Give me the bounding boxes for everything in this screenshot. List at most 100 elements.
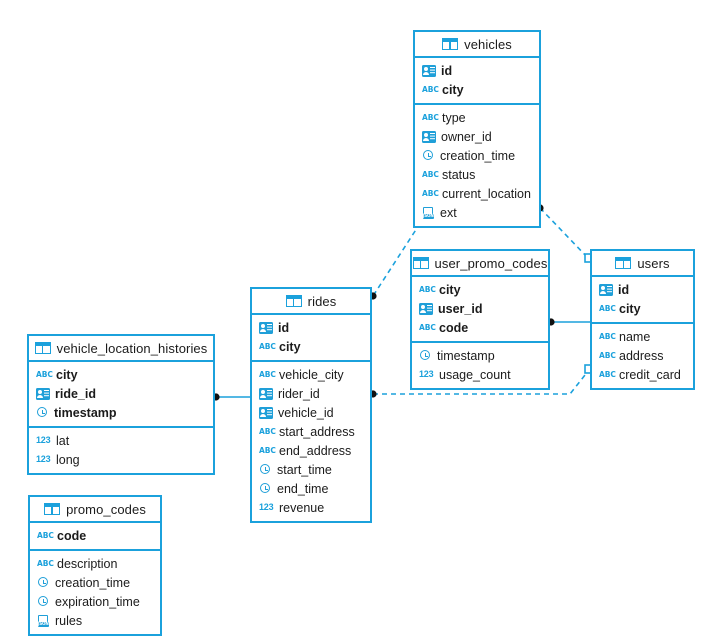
field-row[interactable]: owner_id [415,127,539,146]
field-label: city [619,301,641,316]
field-label: description [57,556,118,571]
field-row[interactable]: id [415,61,539,80]
field-row[interactable]: expiration_time [30,592,160,611]
123-icon: 123 [419,369,434,379]
entity-title: rides [307,293,337,309]
abc-icon: ABC [259,446,276,455]
field-row[interactable]: ride_id [29,384,213,403]
uuid-icon [259,406,273,419]
field-label: end_time [277,481,329,496]
field-label: start_address [279,424,355,439]
field-row[interactable]: end_time [252,479,370,498]
field-row[interactable]: 123 revenue [252,498,370,517]
entity-header[interactable]: user_promo_codes [412,251,548,277]
abc-icon: ABC [36,370,53,379]
field-label: rules [55,613,83,628]
entity-header[interactable]: promo_codes [30,497,160,523]
field-label: id [618,282,630,297]
field-label: end_address [279,443,352,458]
field-row[interactable]: vehicle_id [252,403,370,422]
123-icon: 123 [259,502,274,512]
abc-icon: ABC [599,351,616,360]
abc-icon: ABC [419,285,436,294]
field-label: rider_id [278,386,320,401]
field-label: id [278,320,290,335]
field-label: owner_id [441,129,492,144]
entity-header[interactable]: rides [252,289,370,315]
uuid-icon [422,130,436,143]
field-label: usage_count [439,367,511,382]
field-label: type [442,110,466,125]
field-label: vehicle_id [278,405,334,420]
entity-header[interactable]: vehicle_location_histories [29,336,213,362]
abc-icon: ABC [599,370,616,379]
field-label: code [439,320,469,335]
abc-icon: ABC [259,342,276,351]
field-label: timestamp [437,348,495,363]
abc-icon: ABC [599,304,616,313]
entity-header[interactable]: users [592,251,693,277]
field-label: code [57,528,87,543]
abc-icon: ABC [599,332,616,341]
uuid-icon [36,387,50,400]
field-label: creation_time [440,148,516,163]
relationship-vehicle_location_histories-rides[interactable] [212,393,250,401]
field-row[interactable]: start_time [252,460,370,479]
field-label: city [439,282,461,297]
field-row[interactable]: rider_id [252,384,370,403]
field-label: city [56,367,78,382]
field-row[interactable]: user_id [412,299,548,318]
field-label: revenue [279,500,325,515]
field-row[interactable]: id [592,280,693,299]
field-row[interactable]: timestamp [412,346,548,365]
entity-header[interactable]: vehicles [415,32,539,58]
field-label: start_time [277,462,332,477]
relationship-user_promo_codes-users[interactable] [547,318,590,326]
field-row[interactable]: 123 usage_count [412,365,548,384]
field-row[interactable]: creation_time [30,573,160,592]
field-row[interactable]: id [252,318,370,337]
field-label: address [619,348,664,363]
field-row[interactable]: creation_time [415,146,539,165]
entity-title: users [637,255,670,271]
uuid-icon [259,387,273,400]
field-row[interactable]: timestamp [29,403,213,422]
abc-icon: ABC [37,559,54,568]
entity-title: user_promo_codes [434,255,548,271]
